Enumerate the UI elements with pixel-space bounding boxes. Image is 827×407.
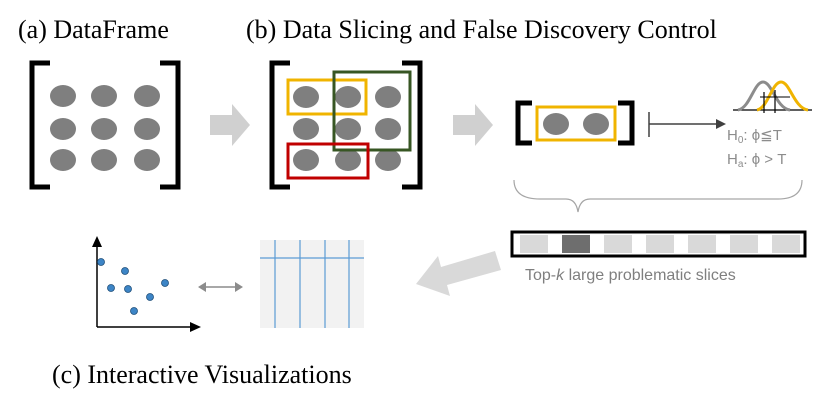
visualizations-title: (c) Interactive Visualizations [52, 360, 352, 389]
data-cell [375, 118, 401, 140]
cell-grid [293, 86, 401, 171]
data-cell [375, 86, 401, 108]
grouping-brace [513, 179, 803, 213]
scatter-plot-icon [92, 236, 201, 332]
right-bracket [402, 60, 423, 190]
scatter-point [107, 284, 115, 292]
green-slice-box [332, 70, 412, 152]
data-cell [293, 149, 319, 171]
ranked-slice-cell [730, 235, 758, 253]
data-cell [134, 118, 160, 140]
scatter-point [161, 279, 169, 287]
data-cell [91, 149, 117, 171]
scatter-point [124, 285, 132, 293]
ranked-slice-cell [520, 235, 548, 253]
right-arrow-icon [210, 104, 250, 146]
ranked-slices-bar [510, 230, 807, 258]
ranked-slice-cell [604, 235, 632, 253]
left-bracket [515, 100, 532, 146]
yellow-slice-box [286, 78, 368, 116]
data-cell [50, 85, 76, 107]
left-bracket [269, 60, 290, 190]
cell-grid [50, 85, 160, 171]
ranked-slice-cell [772, 235, 800, 253]
data-cell [335, 118, 361, 140]
data-cell [134, 149, 160, 171]
data-cell [335, 149, 361, 171]
null-hypothesis: H0: ϕ≦T [727, 127, 782, 146]
scatter-point [121, 267, 129, 275]
ranked-slice-cell [562, 235, 590, 253]
right-bracket [160, 60, 181, 190]
data-cell [375, 149, 401, 171]
dataframe-title: (a) DataFrame [18, 15, 169, 44]
ranked-slice-cell [688, 235, 716, 253]
data-cell [50, 118, 76, 140]
right-bracket [618, 100, 635, 146]
data-cell [293, 86, 319, 108]
diagonal-arrow-icon [416, 251, 501, 296]
dataframe-matrix [29, 60, 181, 190]
distribution-icon [733, 80, 812, 113]
scatter-point [130, 307, 138, 315]
sliced-matrix [269, 60, 423, 190]
table-view-icon [260, 240, 364, 328]
data-cell [134, 85, 160, 107]
red-slice-box [286, 142, 370, 180]
maps-to-arrow [648, 112, 726, 137]
data-cell [293, 118, 319, 140]
selected-slice [515, 100, 635, 146]
left-bracket [29, 60, 50, 190]
ranked-slice-cell [646, 235, 674, 253]
data-cell [50, 149, 76, 171]
data-cell [583, 113, 609, 135]
data-cell [91, 118, 117, 140]
alternative-hypothesis: Ha: ϕ > T [727, 151, 786, 170]
table-background [260, 240, 364, 328]
data-cell [335, 86, 361, 108]
scatter-point [146, 293, 154, 301]
topk-caption: Top-k large problematic slices [525, 267, 736, 284]
ranked-slice-cells [520, 235, 800, 253]
slicing-title: (b) Data Slicing and False Discovery Con… [246, 15, 717, 44]
scatter-point [97, 258, 105, 266]
right-arrow-icon [453, 104, 493, 146]
yellow-slice-box [535, 105, 617, 142]
data-cell [91, 85, 117, 107]
double-arrow-icon [198, 282, 243, 292]
data-cell [543, 113, 569, 135]
